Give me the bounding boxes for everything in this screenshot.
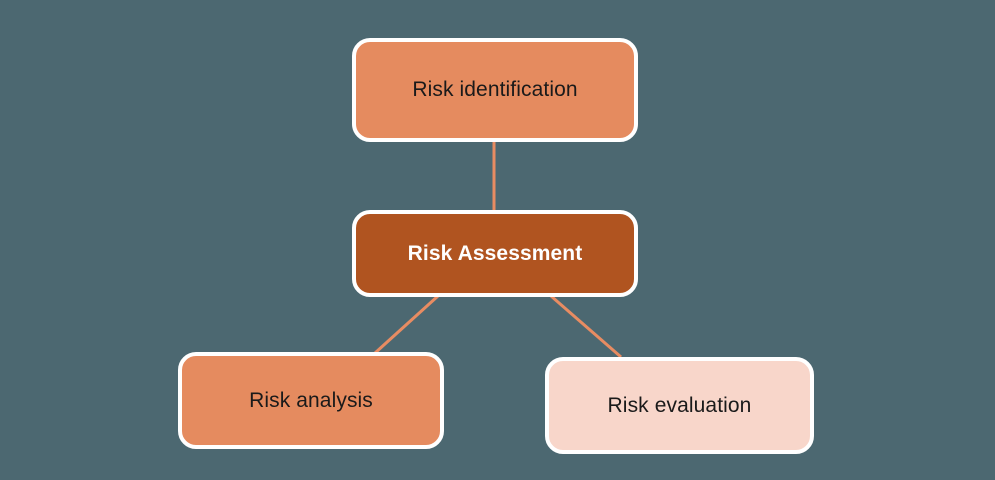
node-risk-identification-label: Risk identification	[412, 78, 578, 102]
node-risk-evaluation[interactable]: Risk evaluation	[545, 357, 814, 454]
connector-assessment-to-evaluation	[550, 294, 622, 359]
node-risk-analysis[interactable]: Risk analysis	[178, 352, 444, 449]
node-risk-assessment-label: Risk Assessment	[407, 241, 583, 265]
node-risk-evaluation-label: Risk evaluation	[607, 393, 752, 417]
connector-assessment-to-analysis	[373, 294, 440, 355]
node-risk-analysis-label: Risk analysis	[249, 388, 373, 412]
node-risk-identification[interactable]: Risk identification	[352, 38, 638, 142]
node-risk-assessment[interactable]: Risk Assessment	[352, 210, 638, 297]
